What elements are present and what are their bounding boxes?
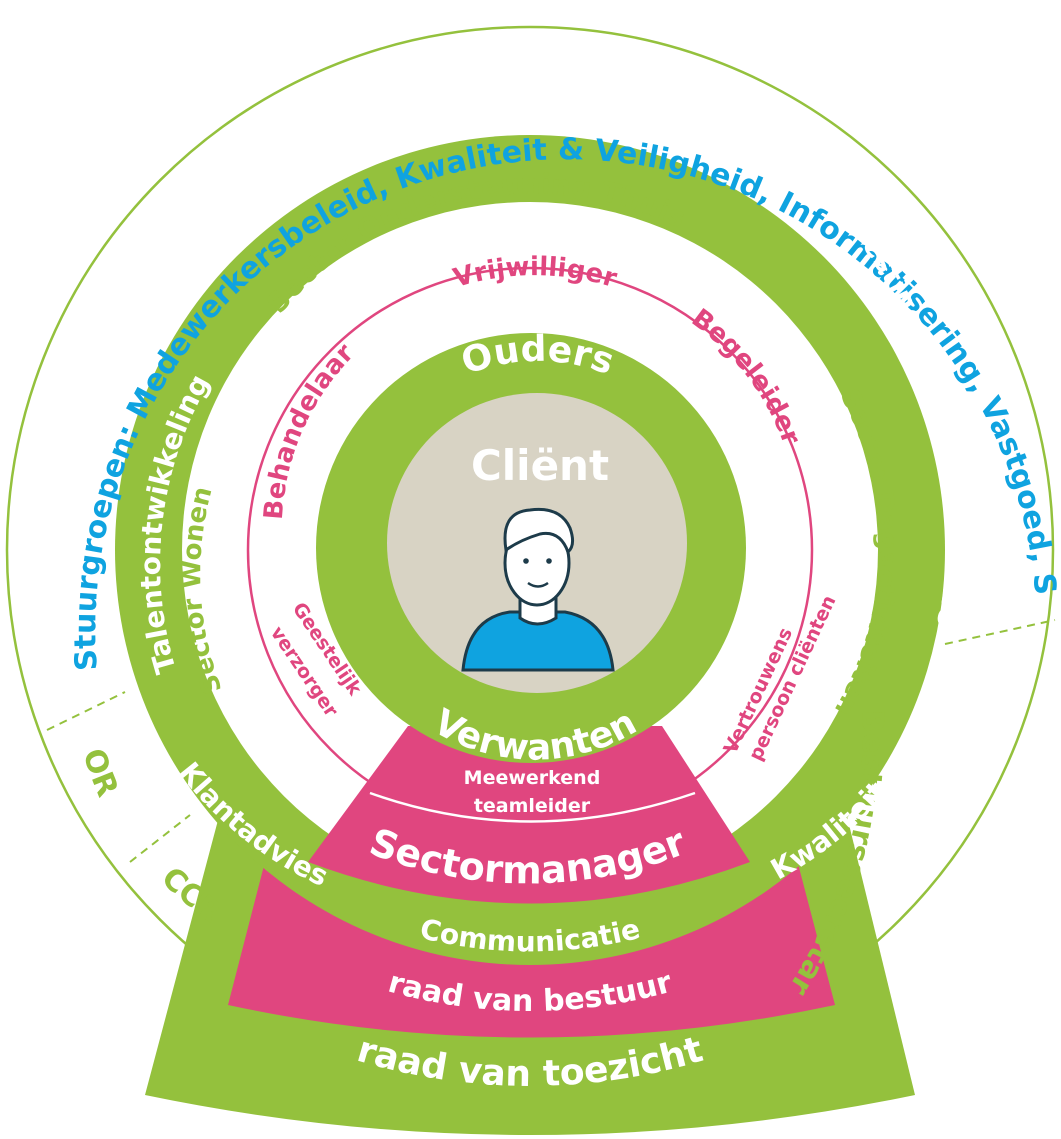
divider-ccr <box>129 814 191 863</box>
meewerkend-label: Meewerkend <box>464 767 601 789</box>
sectormanager-wedge <box>308 726 750 904</box>
client-avatar-icon <box>461 507 615 672</box>
teamleider-divider <box>369 791 696 823</box>
divider-bestuurssecretariaat <box>944 619 1056 645</box>
divider-or <box>46 691 126 731</box>
client-label: Cliënt <box>471 441 609 490</box>
teamleider-label: teamleider <box>474 795 591 817</box>
